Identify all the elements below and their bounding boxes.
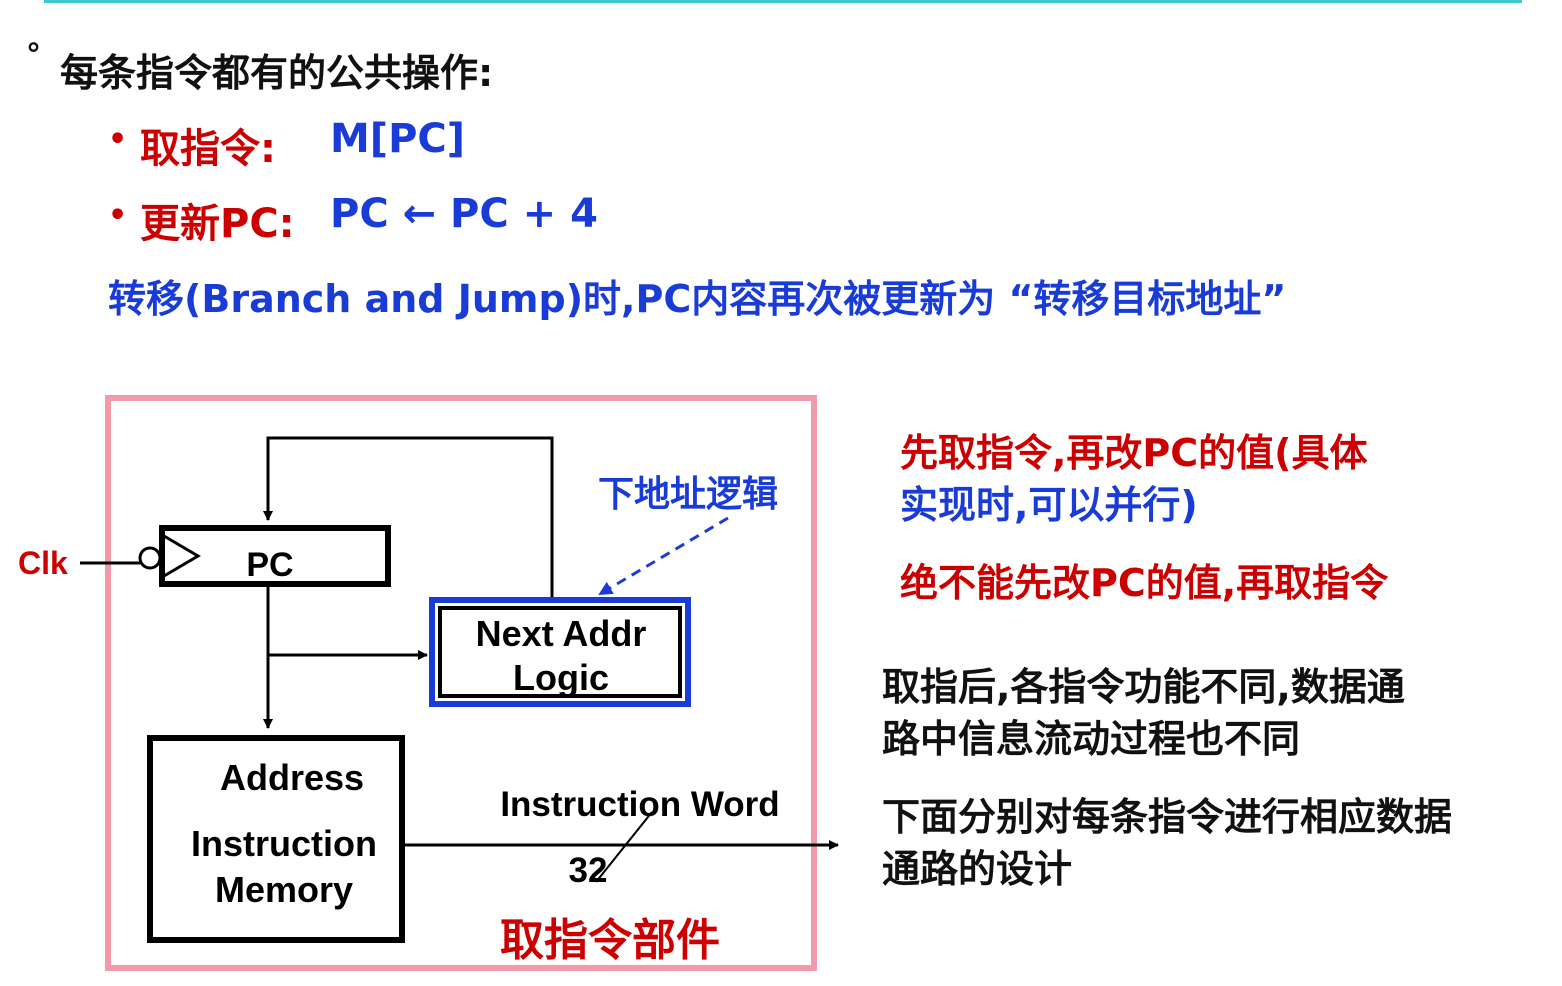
order-note-line1: 先取指令,再改PC的值(具体 bbox=[900, 431, 1368, 475]
top-divider bbox=[44, 0, 1522, 3]
design-note-line2: 通路的设计 bbox=[882, 847, 1073, 891]
order-note-line2: 实现时,可以并行) bbox=[900, 483, 1198, 527]
step-2-value: PC ← PC + 4 bbox=[330, 191, 598, 237]
step-1-value: M[PC] bbox=[330, 116, 466, 162]
diff-note-line1: 取指后,各指令功能不同,数据通 bbox=[882, 665, 1405, 709]
header-title: 每条指令都有的公共操作: bbox=[60, 51, 494, 95]
pc-label: PC bbox=[246, 546, 293, 584]
memory-line2: Instruction bbox=[191, 823, 377, 864]
step-1-bullet: • bbox=[108, 122, 128, 157]
bus-width-slash bbox=[595, 811, 653, 883]
clk-label: Clk bbox=[18, 545, 68, 581]
clock-edge-triangle bbox=[163, 534, 201, 578]
step-2-bullet: • bbox=[108, 198, 128, 233]
memory-address-label: Address bbox=[220, 757, 364, 798]
next-addr-line2: Logic bbox=[513, 657, 609, 698]
next-addr-logic-inner bbox=[438, 606, 682, 698]
never-note: 绝不能先改PC的值,再取指令 bbox=[900, 561, 1389, 605]
instruction-memory-box bbox=[147, 735, 405, 943]
annotation-pointer bbox=[598, 516, 729, 596]
fetch-unit-frame bbox=[105, 395, 817, 971]
diagram-caption: 取指令部件 bbox=[500, 915, 720, 966]
header-bullet: ° bbox=[26, 38, 41, 73]
instruction-word-label: Instruction Word bbox=[500, 785, 779, 824]
branch-note: 转移(Branch and Jump)时,PC内容再次被更新为 “转移目标地址” bbox=[108, 277, 1287, 321]
bus-width-label: 32 bbox=[569, 851, 608, 890]
clock-inverter-bubble bbox=[138, 546, 162, 570]
next-addr-line1: Next Addr bbox=[476, 613, 647, 654]
design-note-line1: 下面分别对每条指令进行相应数据 bbox=[882, 795, 1453, 839]
step-1-label: 取指令: bbox=[140, 126, 276, 172]
step-2-label: 更新PC: bbox=[140, 201, 295, 247]
next-pc-feedback-wire bbox=[263, 436, 554, 598]
next-addr-logic-box bbox=[429, 597, 691, 707]
next-addr-annotation: 下地址逻辑 bbox=[598, 474, 778, 515]
diff-note-line2: 路中信息流动过程也不同 bbox=[882, 717, 1301, 761]
memory-line3: Memory bbox=[215, 869, 353, 910]
